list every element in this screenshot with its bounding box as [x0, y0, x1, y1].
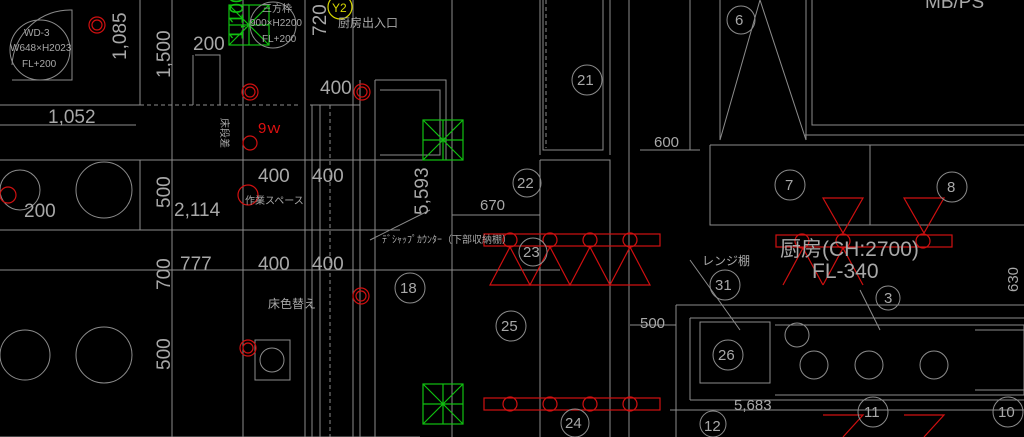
dim-600: 600: [654, 134, 679, 151]
green-tag-line2: 900×H2200: [250, 18, 302, 29]
equipment-tag: 24: [565, 415, 582, 432]
floor-color-change-label: 床色替え: [268, 297, 316, 311]
equipment-tag: 18: [400, 280, 417, 297]
equipment-tag: 10: [998, 404, 1015, 421]
dim-1100: 1,100: [227, 0, 248, 40]
equipment-tag: 25: [501, 318, 518, 335]
kitchen-entrance-label: 厨房出入口: [338, 15, 398, 30]
equipment-tag: 11: [864, 404, 880, 421]
power-9w-label: 9ｗ: [258, 120, 281, 137]
dim-670: 670: [480, 197, 505, 214]
dim-400-mid2: 400: [312, 166, 344, 187]
green-tag-line3: FL+200: [262, 34, 297, 45]
equipment-tag: 3: [884, 290, 892, 307]
dim-500-right: 500: [640, 315, 665, 332]
tag-circles: [9, 1, 1024, 437]
outlet-symbols: [0, 16, 371, 357]
room-level-label: FL-340: [812, 260, 879, 283]
mb-ps-label: MB/PS: [925, 0, 984, 13]
equipment-tag: 6: [735, 12, 743, 29]
grid-bubble-y2: [327, 0, 353, 20]
equipment-tag: 8: [947, 179, 955, 196]
door-tag-line1: WD-3: [24, 28, 50, 39]
dim-400-mid1: 400: [258, 166, 290, 187]
equipment-tag: 23: [523, 244, 540, 261]
dim-200-top: 200: [193, 34, 225, 55]
equipment-tag: 31: [715, 277, 732, 294]
equipment-tag: 26: [718, 347, 735, 364]
dim-1500: 1,500: [154, 30, 175, 78]
dim-500-lower: 500: [154, 338, 175, 370]
dim-630: 630: [1005, 267, 1022, 292]
dim-700: 700: [154, 258, 175, 290]
dim-400-low2: 400: [312, 254, 344, 275]
dim-5593: 5,593: [412, 167, 433, 215]
dim-400-top: 400: [320, 78, 352, 99]
dim-500-upper: 500: [154, 176, 175, 208]
equipment-tag: 12: [704, 418, 721, 435]
door-tag-line2: W648×H2023: [10, 43, 72, 54]
dim-1085: 1,085: [110, 12, 131, 60]
green-markers: [228, 4, 464, 425]
room-name-label: 厨房(CH:2700): [780, 238, 919, 261]
equipment-tag: 21: [577, 72, 594, 89]
dim-777: 777: [180, 254, 212, 275]
door-tag-line3: FL+200: [22, 59, 57, 70]
floor-step-label: 床段差: [218, 118, 231, 148]
work-space-label: 作業スペース: [245, 194, 304, 207]
dim-200-left: 200: [24, 201, 56, 222]
dim-2114: 2,114: [174, 200, 221, 221]
grid-label-y2: Y2: [332, 1, 347, 15]
equipment-tag: 22: [517, 175, 534, 192]
equipment-tag: 7: [785, 177, 793, 194]
dim-400-low1: 400: [258, 254, 290, 275]
range-shelf-label: レンジ棚: [702, 253, 750, 268]
dishup-counter-label: ﾃﾞｼｬｯﾌﾟｶｳﾝﾀｰ（下部収納棚）: [382, 233, 512, 246]
light-fixture-rows: [483, 197, 953, 437]
dim-1052: 1,052: [48, 107, 96, 128]
dim-720: 720: [310, 4, 331, 36]
green-tag-line1: 三方枠: [262, 2, 292, 15]
dim-5683: 5,683: [734, 397, 772, 414]
